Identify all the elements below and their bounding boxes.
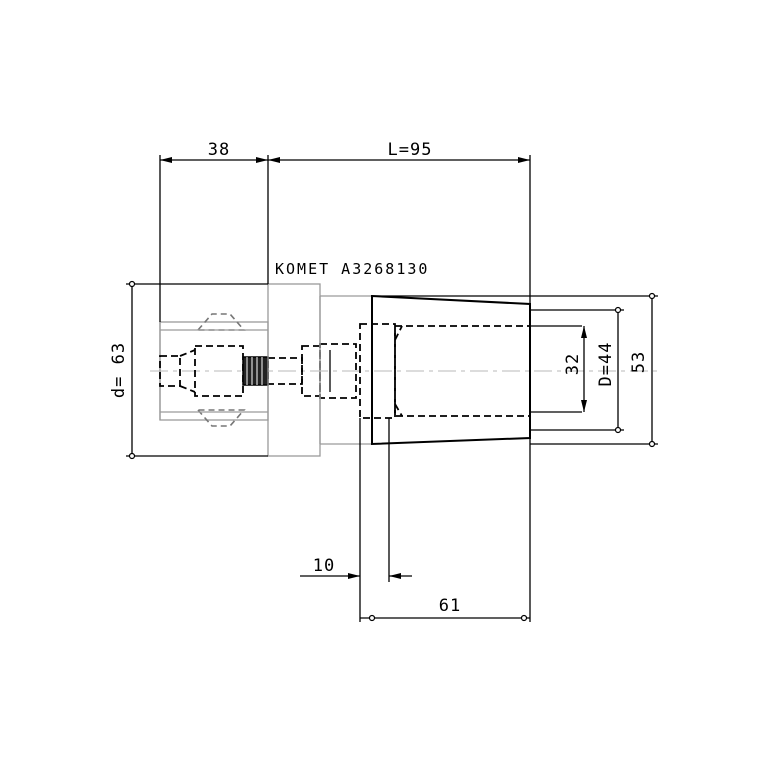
- dim-32: 32: [563, 326, 587, 412]
- dim-61-label: 61: [439, 596, 461, 616]
- dim-d63-label: d= 63: [109, 342, 129, 398]
- dim-53-label: 53: [629, 351, 649, 373]
- dim-D44: D=44: [530, 306, 624, 434]
- flange: [267, 283, 372, 457]
- dim-38-label: 38: [208, 140, 230, 160]
- adapter-head: [359, 294, 582, 446]
- dim-53: 53: [372, 292, 658, 448]
- dim-10-label: 10: [313, 556, 335, 576]
- part-number-label: KOMET A3268130: [275, 260, 429, 278]
- dim-61: 61: [360, 438, 531, 622]
- clamping-screw: [242, 343, 357, 399]
- dim-10: 10: [300, 418, 412, 622]
- dim-d63: d= 63: [109, 280, 268, 460]
- dim-L95-label: L=95: [388, 140, 433, 160]
- dim-D44-label: D=44: [596, 342, 616, 387]
- dim-32-label: 32: [563, 353, 583, 375]
- dim-top: 38 L=95: [159, 140, 531, 322]
